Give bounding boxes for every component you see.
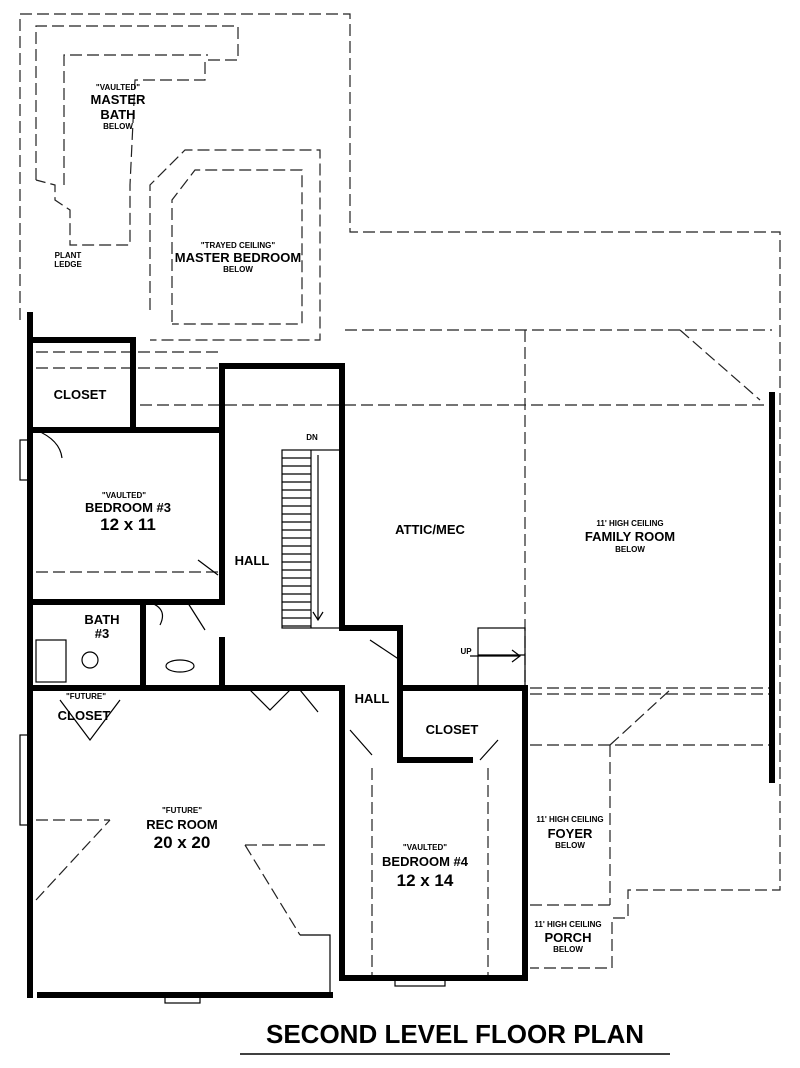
bedroom-3-name: BEDROOM #3 — [85, 500, 171, 515]
master-bath-name: MASTER — [91, 92, 147, 107]
bath-3-number: #3 — [95, 626, 109, 641]
porch-note: 11' HIGH CEILING — [534, 920, 601, 929]
master-bedroom-note: "TRAYED CEILING" — [201, 241, 276, 250]
stair-direction-arrow — [312, 455, 324, 622]
bedroom-4-size: 12 x 14 — [397, 871, 454, 890]
closet-1-label: CLOSET — [54, 387, 107, 402]
master-bath-below: BELOW — [103, 122, 133, 131]
plan-title: SECOND LEVEL FLOOR PLAN — [266, 1019, 644, 1049]
plant-ledge-label-2: LEDGE — [54, 260, 82, 269]
master-bedroom-name: MASTER BEDROOM — [175, 250, 301, 265]
closet-3-label: CLOSET — [426, 722, 479, 737]
rec-room-note: "FUTURE" — [162, 806, 202, 815]
family-room-note: 11' HIGH CEILING — [596, 519, 663, 528]
rec-room-size: 20 x 20 — [154, 833, 211, 852]
rec-room-name: REC ROOM — [146, 817, 218, 832]
walls — [19, 312, 775, 1004]
closet-2-label: CLOSET — [58, 708, 111, 723]
master-bedroom-below: BELOW — [223, 265, 253, 274]
hall-2-label: HALL — [355, 691, 390, 706]
stairs-up — [470, 627, 526, 689]
room-labels: "VAULTED" MASTER BATH BELOW PLANT LEDGE … — [54, 83, 676, 954]
porch-below: BELOW — [553, 945, 583, 954]
bedroom-4-note: "VAULTED" — [403, 843, 447, 852]
foyer-below: BELOW — [555, 841, 585, 850]
master-bath-note: "VAULTED" — [96, 83, 140, 92]
stair-treads — [282, 455, 324, 627]
family-room-below: BELOW — [615, 545, 645, 554]
attic-label: ATTIC/MEC — [395, 522, 465, 537]
bedroom-3-note: "VAULTED" — [102, 491, 146, 500]
family-room-name: FAMILY ROOM — [585, 529, 675, 544]
dashed-outlines — [19, 13, 781, 975]
hall-1-label: HALL — [235, 553, 270, 568]
plant-ledge-label: PLANT — [55, 251, 82, 260]
foyer-note: 11' HIGH CEILING — [536, 815, 603, 824]
stairs-dn-label: DN — [306, 433, 318, 442]
stairs-up-label: UP — [460, 647, 472, 656]
bedroom-3-size: 12 x 11 — [100, 515, 156, 534]
bath-3-name: BATH — [84, 612, 119, 627]
master-bath-name-2: BATH — [100, 107, 135, 122]
stairs-down — [281, 449, 341, 629]
foyer-name: FOYER — [548, 826, 593, 841]
closet-2-note: "FUTURE" — [66, 692, 106, 701]
bedroom-4-name: BEDROOM #4 — [382, 854, 469, 869]
porch-name: PORCH — [545, 930, 592, 945]
